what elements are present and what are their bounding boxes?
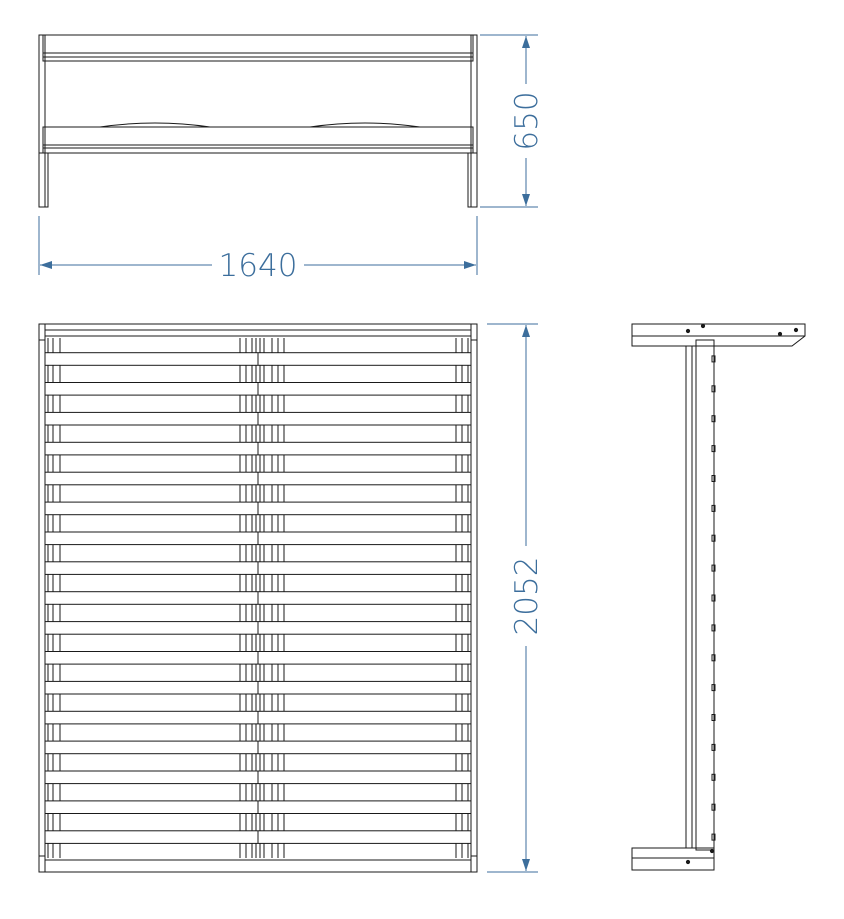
slat-end-tick: [711, 475, 716, 482]
front-view: [38, 34, 478, 208]
top-post-br: [470, 855, 478, 873]
top-footboard: [44, 859, 472, 873]
slat-end-tick: [711, 534, 716, 542]
dimensions: [38, 34, 538, 873]
slat-end-tick: [711, 624, 716, 632]
bolt-icon: [709, 848, 715, 854]
slat-end-tick: [711, 684, 716, 692]
front-top-rail: [42, 34, 474, 54]
top-post-tl: [38, 323, 46, 341]
top-view: [38, 323, 478, 873]
slat-end-tick: [711, 773, 716, 781]
bolt-icon: [700, 323, 706, 329]
slat-end-tick: [711, 803, 716, 811]
slat-end-tick: [711, 743, 716, 751]
bolt-icon: [685, 859, 691, 865]
side-top-arm: [631, 323, 806, 347]
side-bottom-foot: [631, 847, 715, 871]
slat-end-tick: [711, 355, 716, 363]
top-post-bl: [38, 855, 46, 873]
side-post: [685, 345, 697, 849]
slat-end-tick: [711, 833, 716, 841]
dimension-length-label: 2052: [509, 557, 545, 636]
slat-end-tick: [711, 564, 716, 572]
slat-end-tick: [711, 504, 716, 512]
front-mattress-left: [99, 122, 211, 128]
side-view: [631, 323, 806, 871]
slat-end-tick: [711, 415, 716, 423]
slats: [44, 352, 472, 844]
front-mattress-right: [309, 122, 421, 128]
slat-end-tick: [711, 594, 716, 602]
front-side-rail-lower: [42, 144, 474, 154]
side-slat-ticks: [711, 355, 716, 841]
slat-end-tick: [711, 385, 716, 393]
slat-end-tick: [711, 445, 716, 453]
dimension-height-label: 650: [509, 91, 545, 150]
side-rail-panel: [695, 339, 715, 851]
slat-end-tick: [711, 654, 716, 662]
front-right-leg: [467, 152, 478, 208]
top-post-tr: [470, 323, 478, 341]
bolt-icon: [777, 331, 783, 337]
dimension-width-label: 1640: [219, 248, 298, 284]
bolt-icon: [793, 327, 799, 333]
front-left-leg: [38, 152, 49, 208]
bolt-icon: [685, 328, 691, 334]
slat-end-tick: [711, 714, 716, 721]
front-side-rail: [42, 126, 474, 146]
